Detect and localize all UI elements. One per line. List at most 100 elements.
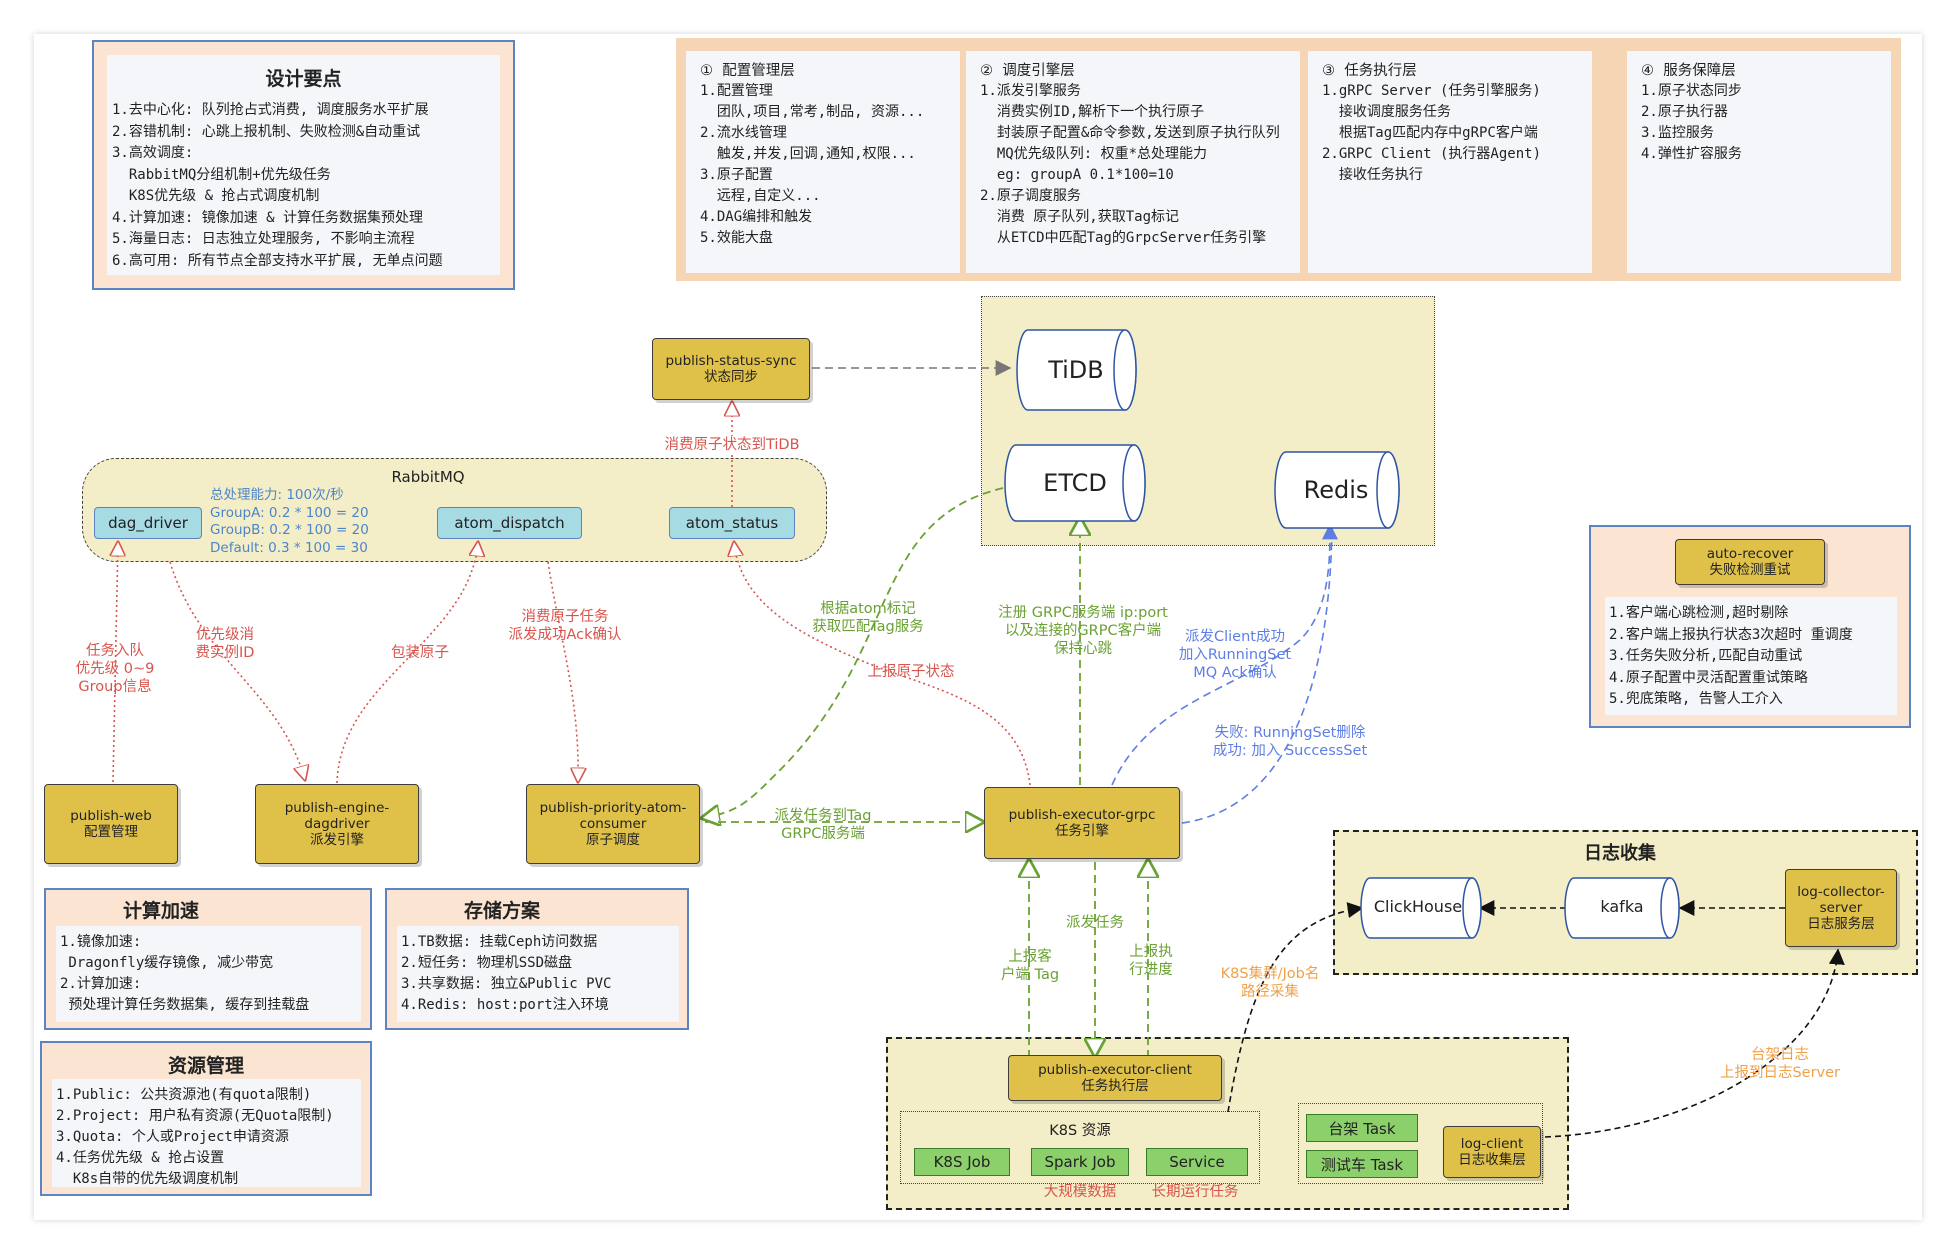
node-engine-sub: 派发引擎: [310, 832, 364, 848]
text-line: RabbitMQ分组机制+优先级任务: [112, 166, 331, 183]
node-web-sub: 配置管理: [84, 824, 138, 840]
edge-etcd-priority: [702, 487, 1004, 818]
text-line: Default: 0.3 * 100 = 30: [210, 539, 368, 556]
text-line: 消费 原子队列,获取Tag标记: [980, 209, 1180, 225]
node-status-sync-name: publish-status-sync: [665, 353, 797, 369]
text-line: 消费实例ID,解析下一个执行原子: [980, 104, 1205, 120]
text-line: 2.容错机制: 心跳上报机制、失败检测&自动重试: [112, 123, 421, 140]
kafka-label: kafka: [1600, 897, 1644, 916]
k8s-job: K8S Job: [914, 1148, 1010, 1176]
text-line: K8S优先级 & 抢占式调度机制: [112, 188, 320, 204]
text-line: 1.派发引擎服务: [980, 83, 1081, 99]
queue-dag-driver: dag_driver: [94, 507, 202, 539]
edge-label-priority-consume: 优先级消 费实例ID: [195, 627, 255, 661]
auto-recover-name: auto-recover: [1706, 546, 1794, 562]
log-region-title: 日志收集: [1584, 843, 1656, 864]
node-priority-name: publish-priority-atom-: [539, 800, 687, 816]
node-grpc-sub: 任务引擎: [1055, 823, 1109, 839]
text-line: 4.原子配置中灵活配置重试策略: [1609, 669, 1808, 686]
text-line: 2.短任务: 物理机SSD磁盘: [401, 955, 573, 971]
text-line: 5.海量日志: 日志独立处理服务, 不影响主流程: [112, 231, 415, 247]
node-priority-name2: consumer: [579, 816, 647, 832]
autorecover-inner: [1605, 597, 1897, 715]
node-executor-grpc[interactable]: publish-executor-grpc 任务引擎: [984, 787, 1180, 859]
node-status-sync[interactable]: publish-status-sync 状态同步: [652, 338, 810, 400]
text-line: 2.计算加速:: [60, 976, 142, 992]
node-status-sync-sub: 状态同步: [704, 369, 758, 385]
compute-inner: [56, 926, 361, 1022]
design-points-title: 设计要点: [265, 68, 342, 90]
node-log-server-name2: server: [1819, 900, 1863, 916]
edge-logclient-logserver: [1544, 948, 1845, 1138]
text-line: 封装原子配置&命令参数,发送到原子执行队列: [980, 125, 1280, 141]
text-line: MQ优先级队列: 权重*总处理能力: [980, 146, 1208, 162]
text-line: GroupA: 0.2 * 100 = 20: [210, 504, 369, 521]
text-line: 1.Public: 公共资源池(有quota限制): [56, 1087, 312, 1103]
text-line: K8s自带的优先级调度机制: [56, 1171, 239, 1187]
text-line: 团队,项目,常考,制品, 资源...: [700, 104, 925, 120]
kafka-cylinder: [1564, 877, 1680, 939]
node-auto-recover[interactable]: auto-recover 失败检测重试: [1675, 539, 1825, 585]
node-engine-name2: dagdriver: [304, 816, 370, 832]
text-line: 3.监控服务: [1641, 125, 1714, 141]
node-priority-sub: 原子调度: [586, 832, 640, 848]
node-log-client[interactable]: log-client 日志收集层: [1443, 1126, 1541, 1178]
storage-inner: [397, 926, 679, 1022]
node-engine-dagdriver[interactable]: publish-engine- dagdriver 派发引擎: [255, 784, 419, 864]
service-job: Service: [1146, 1148, 1248, 1176]
text-line: 1.客户端心跳检测,超时剔除: [1609, 605, 1789, 621]
spark-job: Spark Job: [1031, 1148, 1129, 1176]
edge-label-pack: 包装原子: [391, 645, 449, 661]
text-line: 4.DAG编排和触发: [700, 209, 813, 225]
text-line: 3.共享数据: 独立&Public PVC: [401, 976, 612, 992]
text-line: 触发,并发,回调,通知,权限...: [700, 146, 916, 162]
node-log-client-sub: 日志收集层: [1458, 1152, 1526, 1168]
node-web-name: publish-web: [70, 808, 152, 824]
clickhouse-label: ClickHouse: [1373, 897, 1463, 916]
text-line: 4.任务优先级 & 抢占设置: [56, 1150, 225, 1166]
k8s-region: [900, 1111, 1260, 1184]
text-line: 远程,自定义...: [700, 188, 821, 204]
node-executor-client[interactable]: publish-executor-client 任务执行层: [1008, 1055, 1222, 1101]
edge-label-report-status: 上报原子状态: [867, 664, 955, 680]
text-line: 1.原子状态同步: [1641, 83, 1742, 99]
text-line: 1.去中心化: 队列抢占式消费, 调度服务水平扩展: [112, 102, 429, 118]
text-line: 接收调度服务任务: [1322, 104, 1451, 120]
resource-panel: 资源管理 1.Public: 公共资源池(有quota限制)2.Project:…: [40, 1041, 372, 1196]
edge-k8s-clickhouse: [1227, 902, 1364, 1113]
node-client-name: publish-executor-client: [1038, 1062, 1192, 1078]
node-publish-web[interactable]: publish-web 配置管理: [44, 784, 178, 864]
node-log-server-sub: 日志服务层: [1807, 916, 1875, 932]
node-priority-atom-consumer[interactable]: publish-priority-atom- consumer 原子调度: [526, 784, 700, 864]
etcd-label: ETCD: [1043, 469, 1107, 497]
edge-label-consume-atom: 消费原子任务 派发成功Ack确认: [508, 609, 622, 643]
edge-label-report-tag: 上报客 户端 Tag: [1000, 949, 1060, 983]
node-log-server-name: log-collector-: [1797, 884, 1885, 900]
edge-grpc-redis-b: [1181, 524, 1333, 824]
edge-label-dispatch-tag: 派发任务到Tag GRPC服务端: [774, 808, 872, 842]
edge-label-dispatch-client: 派发Client成功 加入RunningSet MQ Ack确认: [1178, 629, 1292, 681]
test-car-task: 测试车 Task: [1306, 1150, 1418, 1178]
node-engine-name: publish-engine-: [284, 800, 390, 816]
text-line: 3.高效调度:: [112, 145, 194, 161]
edge-label-report-progress: 上报执 行进度: [1129, 944, 1173, 978]
redis-label: Redis: [1303, 476, 1369, 504]
node-log-collector-server[interactable]: log-collector- server 日志服务层: [1785, 869, 1897, 947]
edge-atomdispatch-priority: [547, 561, 578, 782]
text-line: 接收任务执行: [1322, 167, 1423, 183]
edge-label-enqueue: 任务入队 优先级 0~9 Group信息: [75, 643, 155, 695]
text-line: 根据Tag匹配内存中gRPC客户端: [1322, 125, 1538, 141]
text-line: 2.流水线管理: [700, 125, 787, 141]
edge-label-k8s-collect: K8S集群/Job名 路径采集: [1220, 966, 1320, 1000]
task-region: [1298, 1103, 1543, 1184]
text-line: 2.GRPC Client (执行器Agent): [1322, 146, 1542, 162]
executor-region: [886, 1037, 1569, 1210]
edge-web-dagdriver: [113, 542, 118, 783]
rabbitmq-title: RabbitMQ: [391, 468, 465, 486]
design-points-inner: [107, 55, 500, 275]
